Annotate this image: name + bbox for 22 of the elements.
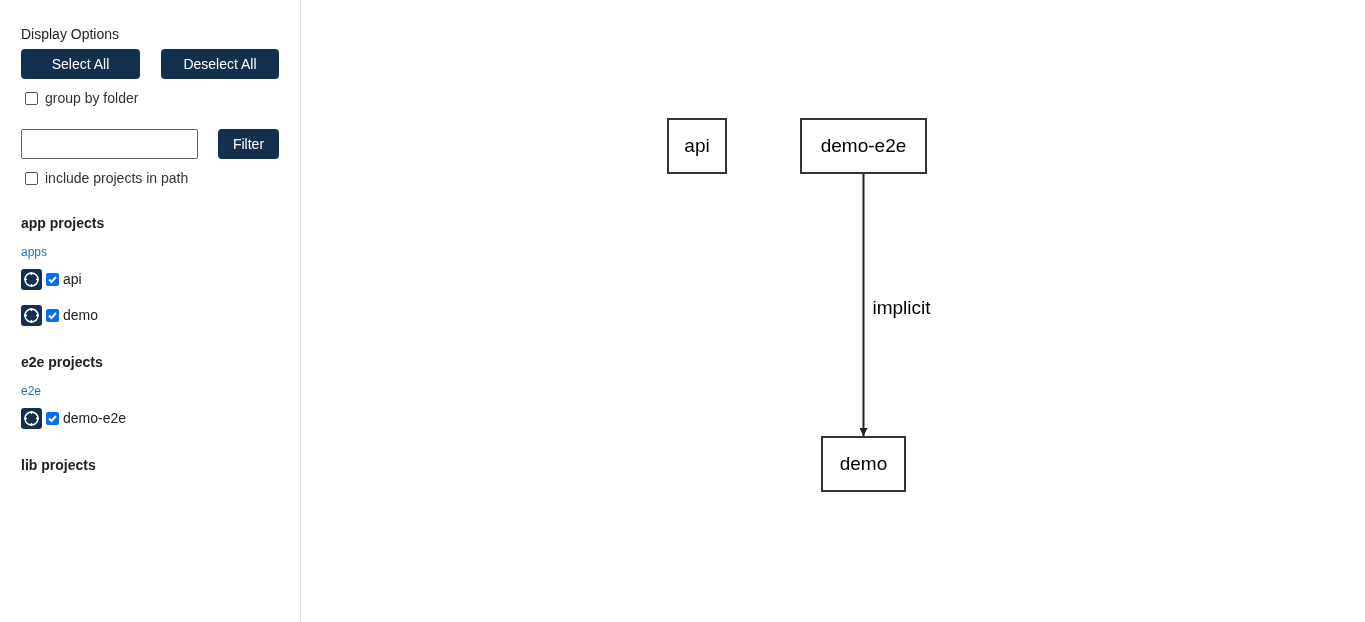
section-heading: Display Options — [21, 26, 120, 42]
checkbox-label: group by folder — [45, 89, 139, 108]
project-name: demo-e2e — [63, 409, 127, 428]
folder-link: apps — [21, 245, 48, 259]
node-label: api — [684, 133, 710, 158]
project-name: api — [63, 270, 82, 289]
node-label: demo-e2e — [820, 133, 907, 158]
button: Deselect All — [161, 49, 279, 79]
node-box — [800, 118, 927, 174]
project-name: demo — [63, 306, 99, 325]
section-heading: e2e projects — [21, 354, 103, 370]
node-box — [667, 118, 727, 174]
section-heading: lib projects — [21, 457, 96, 473]
checkbox-label: include projects in path — [45, 169, 189, 188]
folder-link: e2e — [21, 384, 42, 398]
button: Select All — [21, 49, 140, 79]
button: Filter — [218, 129, 279, 159]
node-label: demo — [839, 451, 888, 476]
section-heading: app projects — [21, 215, 105, 231]
node-box — [821, 436, 906, 492]
arrow — [859, 173, 868, 437]
edge-label: implicit — [872, 296, 931, 320]
